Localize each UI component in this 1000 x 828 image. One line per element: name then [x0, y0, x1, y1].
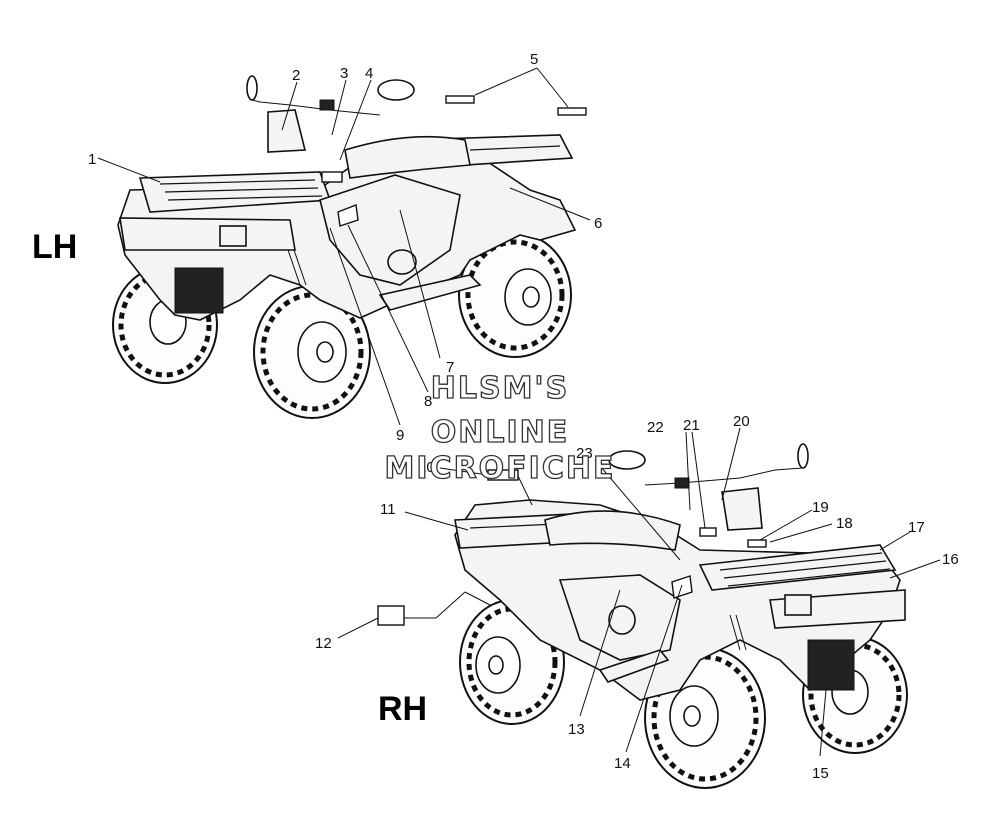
- rh-callout-18: 18: [836, 515, 853, 532]
- lh-decal-8: [337, 204, 359, 227]
- rh-callout-21: 21: [683, 417, 700, 434]
- rh-callout-15: 15: [812, 765, 829, 782]
- lh-front-right-wheel: [253, 285, 371, 419]
- watermark-line-3: MICROFICHE: [385, 451, 616, 486]
- rh-body: [454, 499, 906, 701]
- rh-callout-23: 23: [576, 445, 593, 462]
- rh-handlebars: [608, 443, 809, 531]
- lh-decal-5a: [445, 95, 475, 104]
- rh-callout-13: 13: [568, 721, 585, 738]
- rh-callout-14: 14: [614, 755, 631, 772]
- lh-callout-4: 4: [365, 65, 373, 82]
- lh-body: [117, 134, 577, 321]
- lh-decal-5b: [557, 107, 587, 116]
- rh-decal-14: [671, 575, 693, 599]
- rh-leader-lines: [337, 427, 941, 757]
- lh-callout-2: 2: [292, 67, 300, 84]
- lh-callout-6: 6: [594, 215, 602, 232]
- rh-callout-22: 22: [647, 419, 664, 436]
- watermark: HLSM'S ONLINE MICROFICHE: [384, 370, 616, 486]
- rh-callout-12: 12: [315, 635, 332, 652]
- rh-decal-12: [377, 605, 405, 626]
- rh-callout-10: 10: [418, 459, 435, 476]
- lh-callout-8: 8: [424, 393, 432, 410]
- rh-callout-19: 19: [812, 499, 829, 516]
- lh-leader-lines: [97, 67, 591, 426]
- rh-callout-20: 20: [733, 413, 750, 430]
- lh-callout-7: 7: [446, 359, 454, 376]
- lh-callout-3: 3: [340, 65, 348, 82]
- rh-callout-17: 17: [908, 519, 925, 536]
- rh-decal-19: [747, 539, 767, 548]
- lh-callout-5: 5: [530, 51, 538, 68]
- rh-callout-16: 16: [942, 551, 959, 568]
- lh-callout-9: 9: [396, 427, 404, 444]
- watermark-line-1: HLSM'S: [431, 371, 569, 406]
- rh-decal-21: [699, 527, 717, 537]
- lh-decal-4: [321, 171, 343, 183]
- lh-view-label: LH: [32, 228, 77, 266]
- lh-handlebars: [246, 75, 415, 153]
- watermark-line-2: ONLINE: [431, 415, 570, 450]
- rh-view-label: RH: [378, 690, 427, 728]
- lh-rear-wheel: [458, 232, 572, 358]
- atv-right-side-view: 10 11 12 13 14 15 16 17 18 19 20 21 22 2…: [315, 413, 959, 789]
- rh-callout-11: 11: [380, 501, 396, 518]
- atv-left-side-view: 1 2 3 4 5 6 7 8 9 LH: [32, 51, 602, 444]
- lh-callout-1: 1: [88, 151, 96, 168]
